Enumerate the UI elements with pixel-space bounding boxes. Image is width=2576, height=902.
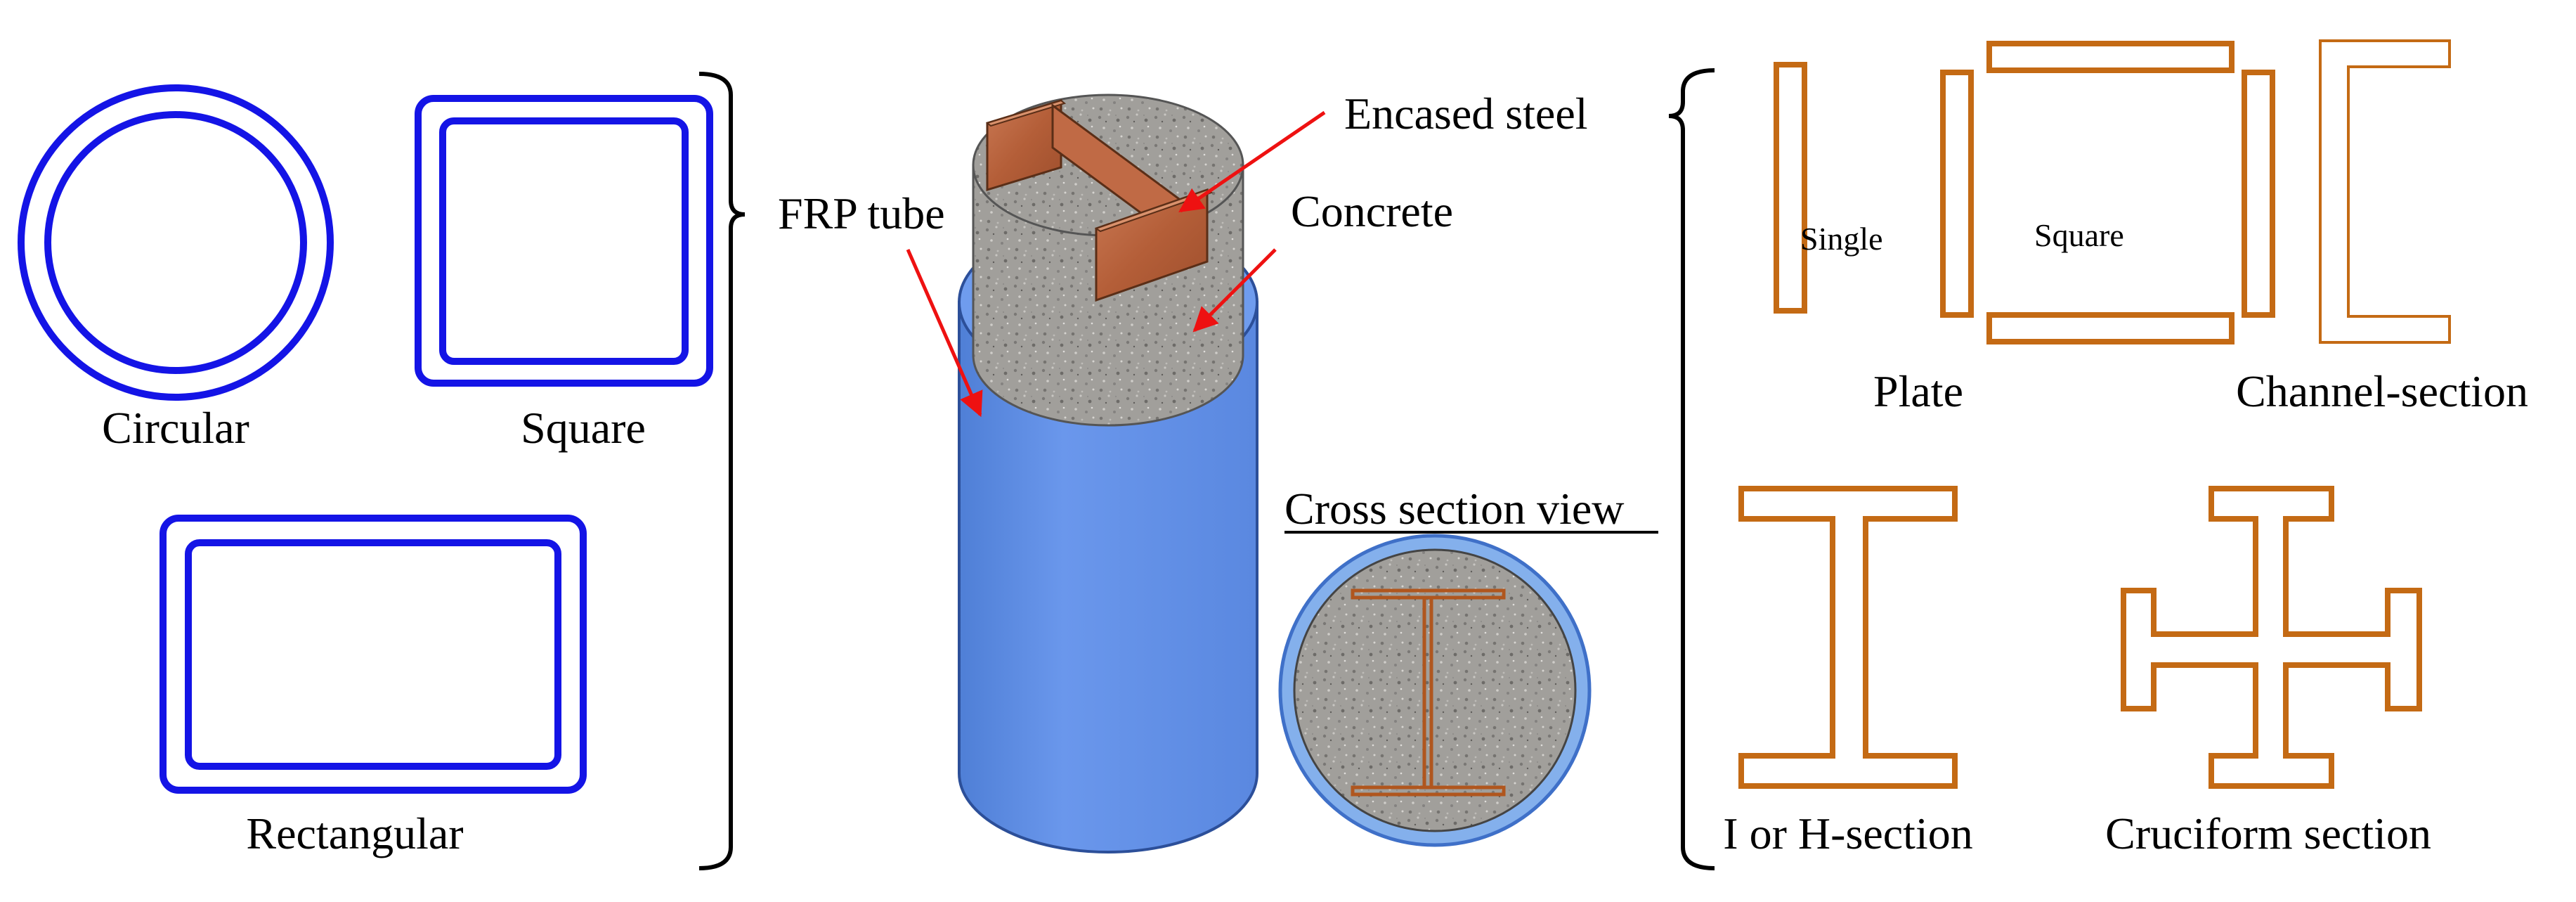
label-encased-steel: Encased steel [1344,89,1588,138]
label-channel-section: Channel-section [2236,366,2528,416]
label-square-plate: Square [2034,217,2124,253]
label-rectangular: Rectangular [246,808,463,858]
label-i-h-section: I or H-section [1723,808,1972,858]
label-square: Square [521,403,646,453]
frp-square-shape [415,95,713,387]
steel-cruciform-section [2121,486,2422,789]
steel-plate-single [1774,62,1807,314]
arrow-frp-tube [906,248,983,418]
arrow-encased-steel [1178,110,1326,213]
label-plate: Plate [1873,366,1963,416]
label-cruciform-section: Cruciform section [2105,808,2431,858]
cross-section-i-beam [1351,588,1506,797]
label-circular: Circular [102,403,249,453]
frp-rectangular-shape [160,515,587,794]
steel-channel-section [2319,39,2451,344]
label-single: Single [1800,221,1883,257]
cross-section-title: Cross section view [1284,484,1625,534]
right-brace [1668,68,1715,870]
cross-section-circle [1278,534,1592,847]
steel-i-h-section [1738,486,1958,789]
arrow-concrete [1192,248,1277,333]
left-brace [698,72,746,870]
steel-plate-square [1940,41,2275,344]
label-frp-tube: FRP tube [778,188,945,238]
encased-steel-i-section-3d [985,98,1214,302]
label-concrete: Concrete [1291,186,1453,236]
frp-circular-shape [18,84,334,401]
